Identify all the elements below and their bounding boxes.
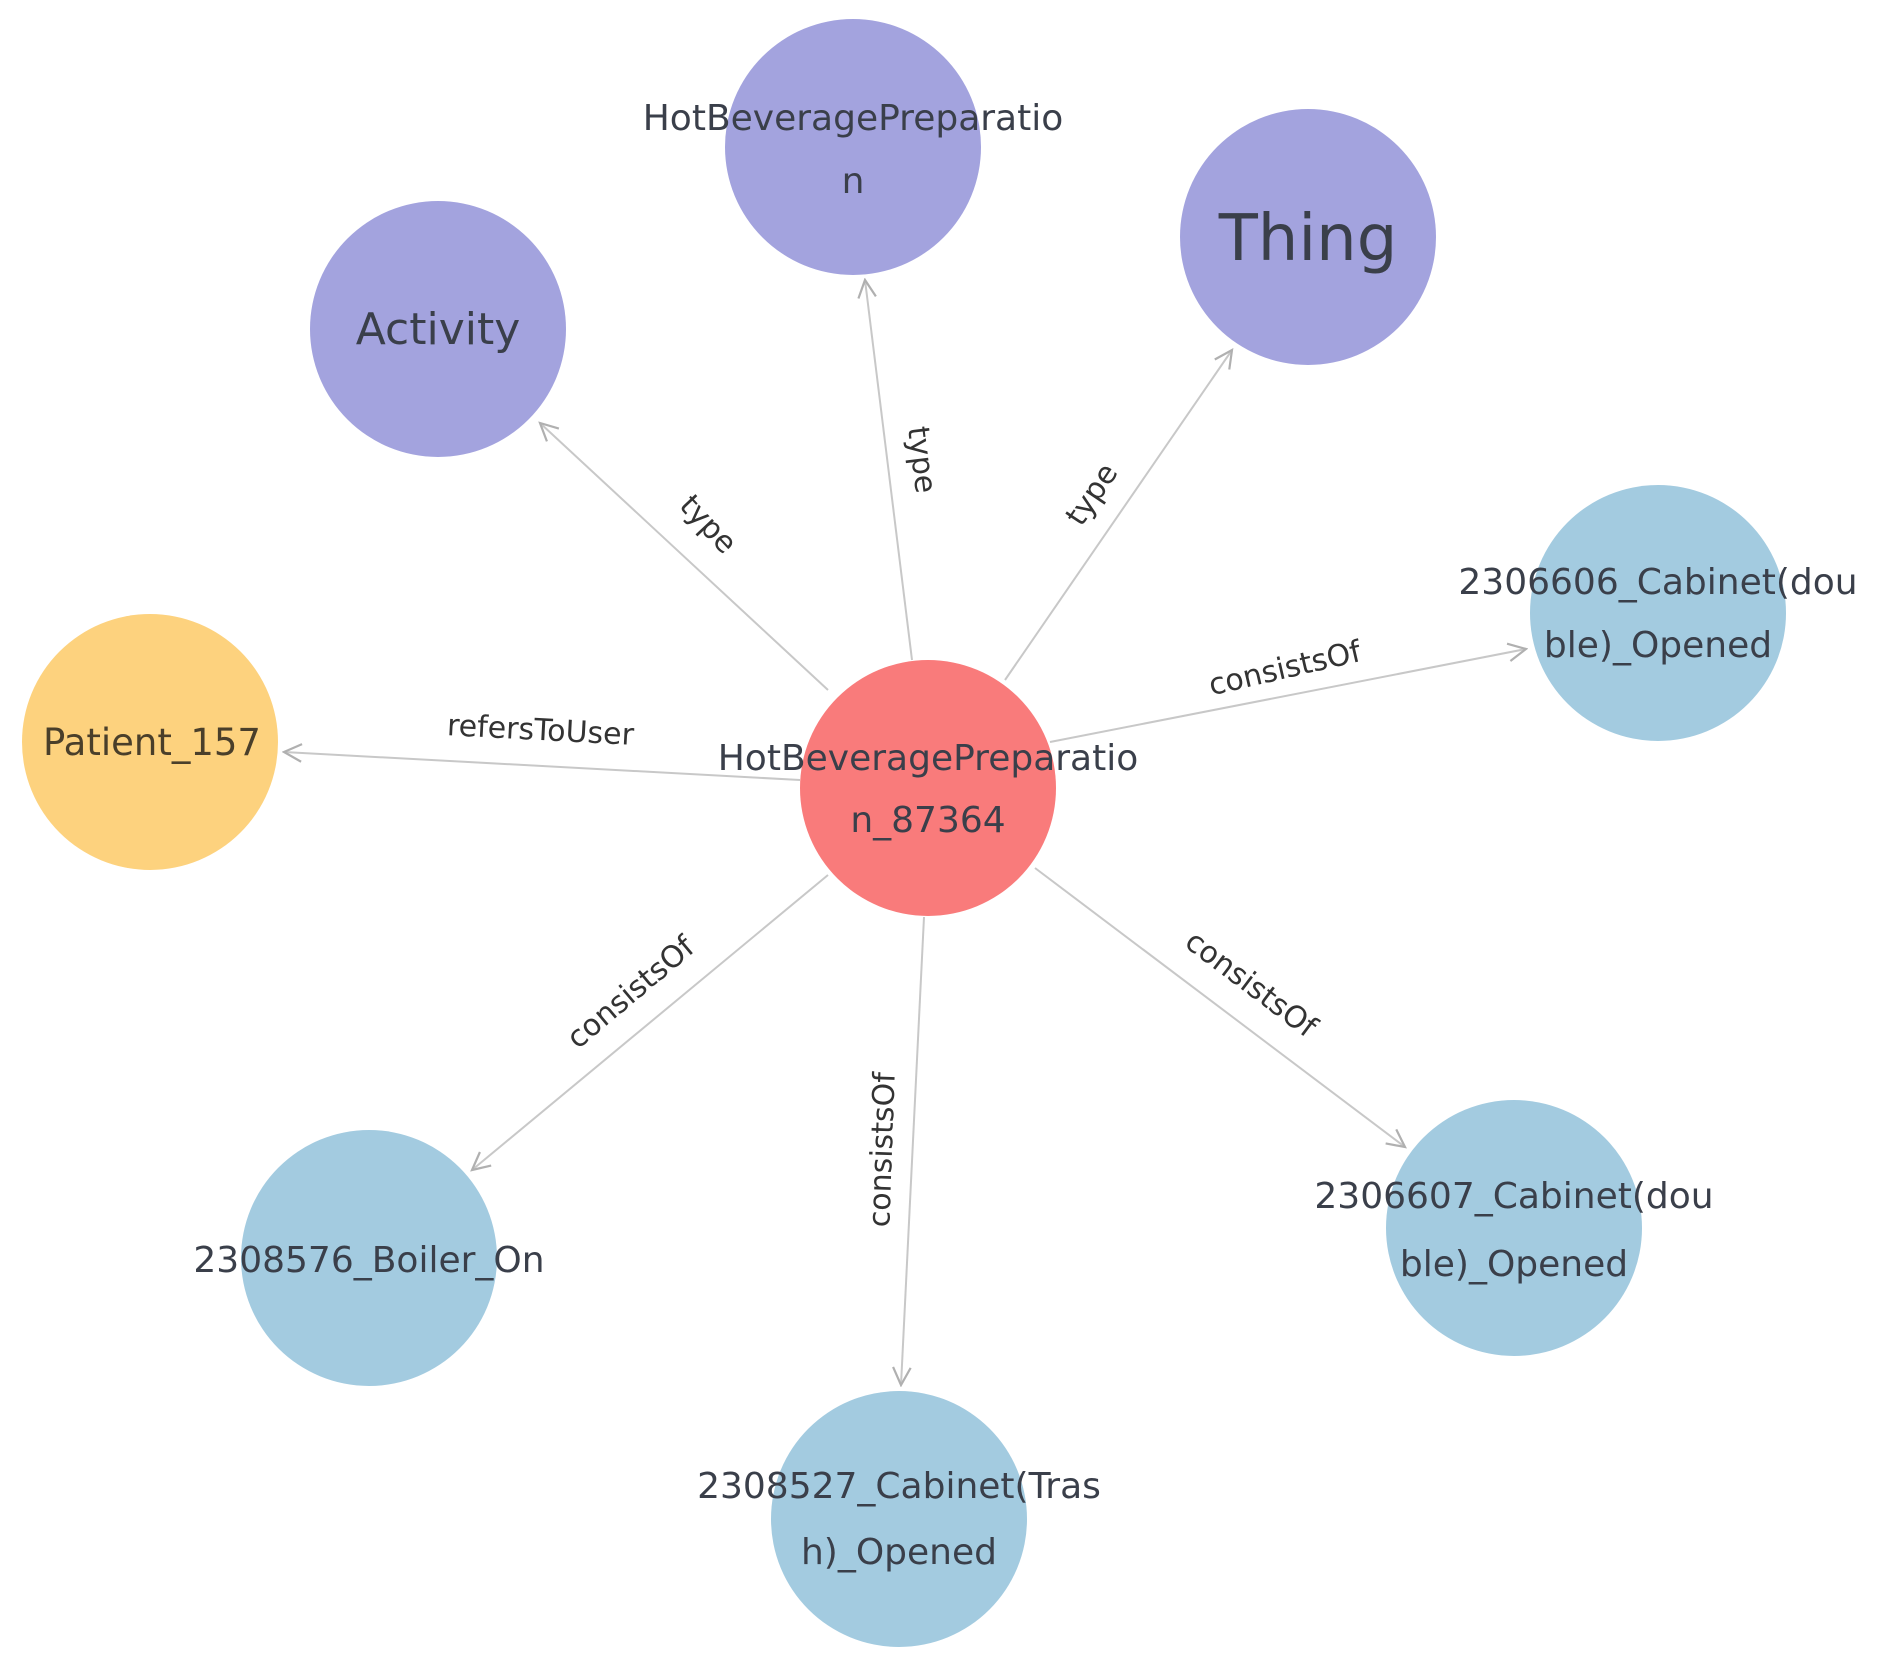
edge-refers-to-user[interactable] [284, 752, 801, 781]
edge-label-type-activity: type [672, 488, 743, 561]
node-2308527-cabinet-trash-opened[interactable]: 2308527_Cabinet(Tras h)_Opened [697, 1391, 1101, 1647]
node-label-line2: n [842, 161, 865, 202]
node-activity[interactable]: Activity [310, 201, 566, 457]
node-label: Thing [1218, 202, 1398, 276]
node-label-line1: 2308527_Cabinet(Tras [697, 1466, 1101, 1507]
node-label-line1: 2306607_Cabinet(dou [1314, 1176, 1713, 1217]
edge-label-consistsof-2308527: consistsOf [862, 1070, 902, 1228]
node-center[interactable]: HotBeveragePreparatio n_87364 [718, 660, 1139, 916]
node-hot-beverage-preparation-class[interactable]: HotBeveragePreparatio n [643, 19, 1064, 275]
edge-consistsof-2306606[interactable] [1049, 649, 1526, 743]
node-patient[interactable]: Patient_157 [22, 614, 278, 870]
node-label: Activity [356, 304, 521, 355]
edge-type-hbp[interactable] [865, 280, 913, 661]
edge-label-consistsof-2306607: consistsOf [1178, 924, 1324, 1046]
edge-label-consistsof-2306606: consistsOf [1205, 634, 1365, 703]
node-label-line2: ble)_Opened [1400, 1244, 1628, 1285]
node-label-line2: h)_Opened [801, 1532, 997, 1573]
edges [284, 280, 1526, 1385]
node-label: Patient_157 [43, 721, 261, 764]
node-label: 2308576_Boiler_On [193, 1240, 544, 1281]
edge-consistsof-2306607[interactable] [1034, 867, 1405, 1147]
node-thing[interactable]: Thing [1180, 109, 1436, 365]
node-2306607-cabinet-opened[interactable]: 2306607_Cabinet(dou ble)_Opened [1314, 1100, 1714, 1356]
node-label-line1: HotBeveragePreparatio [643, 98, 1064, 139]
edge-type-activity[interactable] [540, 423, 829, 691]
node-label-line1: HotBeveragePreparatio [718, 738, 1139, 779]
node-label-line2: n_87364 [850, 800, 1005, 841]
edge-label-refers-to-user: refersToUser [446, 708, 635, 753]
node-label-line2: ble)_Opened [1544, 625, 1772, 666]
edge-consistsof-2308527[interactable] [901, 916, 925, 1385]
node-label-line1: 2306606_Cabinet(dou [1458, 562, 1857, 603]
edge-type-thing[interactable] [1004, 350, 1232, 681]
node-2308576-boiler-on[interactable]: 2308576_Boiler_On [193, 1130, 545, 1386]
edge-consistsof-2308576[interactable] [472, 874, 829, 1170]
node-2306606-cabinet-opened[interactable]: 2306606_Cabinet(dou ble)_Opened [1458, 485, 1858, 741]
edge-label-type-hbp: type [900, 424, 943, 495]
